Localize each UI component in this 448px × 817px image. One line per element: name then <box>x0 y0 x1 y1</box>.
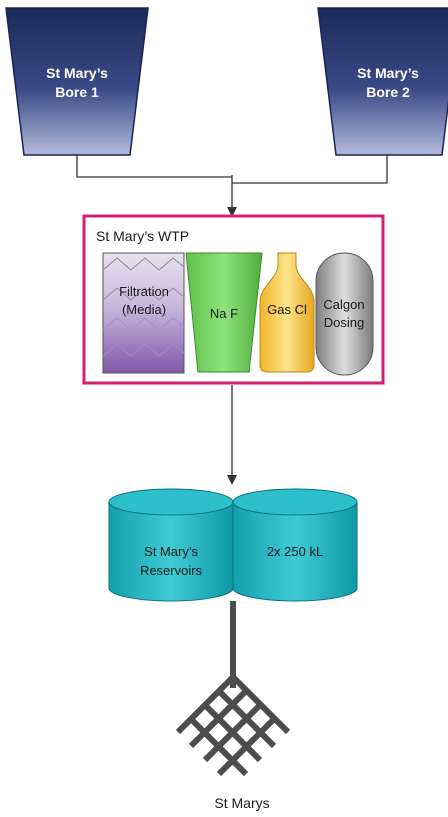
wtp-box: St Mary’s WTP Filtration (Media) Na F Ga… <box>82 214 385 385</box>
naf-shape <box>185 252 263 373</box>
calgon-unit: Calgon Dosing <box>315 252 374 376</box>
bore-1-label-line1: St Mary’s <box>46 65 108 81</box>
bore-2-label-line1: St Mary’s <box>357 65 419 81</box>
distribution-network: St Marys <box>175 601 291 811</box>
gascl-shape <box>259 252 315 373</box>
reservoir-left-label-line2: Reservoirs <box>140 563 203 578</box>
reservoirs: St Mary’s Reservoirs 2x 250 kL <box>108 488 358 602</box>
bore-2: St Mary’s Bore 2 <box>317 7 448 156</box>
reservoir-right-body <box>232 501 358 602</box>
reservoir-left-body <box>108 501 234 602</box>
bore-1-shape <box>5 7 149 156</box>
reservoir-left-top <box>108 488 234 516</box>
filtration-label-line1: Filtration <box>119 284 169 299</box>
network-grid-icon <box>175 674 291 777</box>
gascl-unit: Gas Cl <box>259 252 315 373</box>
bore-2-shape <box>317 7 448 156</box>
wtp-title: St Mary’s WTP <box>96 228 189 244</box>
filtration-media-line-1 <box>102 257 185 271</box>
filtration-unit: Filtration (Media) <box>102 252 185 374</box>
calgon-label-line1: Calgon <box>323 297 364 312</box>
filtration-media-line-3 <box>102 317 185 331</box>
naf-label: Na F <box>210 306 238 321</box>
bore-1-pipe <box>76 155 232 178</box>
gascl-label: Gas Cl <box>267 302 307 317</box>
reservoir-right-top <box>232 488 358 516</box>
reservoir-right: 2x 250 kL <box>232 488 358 602</box>
network-label: St Marys <box>214 795 269 811</box>
bore-1-label-line2: Bore 1 <box>55 84 99 100</box>
bore-connectors <box>76 155 388 217</box>
filtration-media-line-4 <box>102 343 185 357</box>
bore-2-label-line2: Bore 2 <box>366 84 410 100</box>
bore-1: St Mary’s Bore 1 <box>5 7 149 156</box>
bore-2-pipe <box>232 155 388 184</box>
reservoir-right-label: 2x 250 kL <box>267 544 323 559</box>
filtration-label-line2: (Media) <box>122 302 166 317</box>
reservoir-left: St Mary’s Reservoirs <box>108 488 234 602</box>
calgon-label-line2: Dosing <box>324 315 364 330</box>
reservoir-left-label-line1: St Mary’s <box>144 544 198 559</box>
filtration-media-line-2 <box>102 287 185 301</box>
filtration-shape <box>102 252 185 374</box>
naf-unit: Na F <box>185 252 263 373</box>
calgon-shape <box>315 252 374 376</box>
